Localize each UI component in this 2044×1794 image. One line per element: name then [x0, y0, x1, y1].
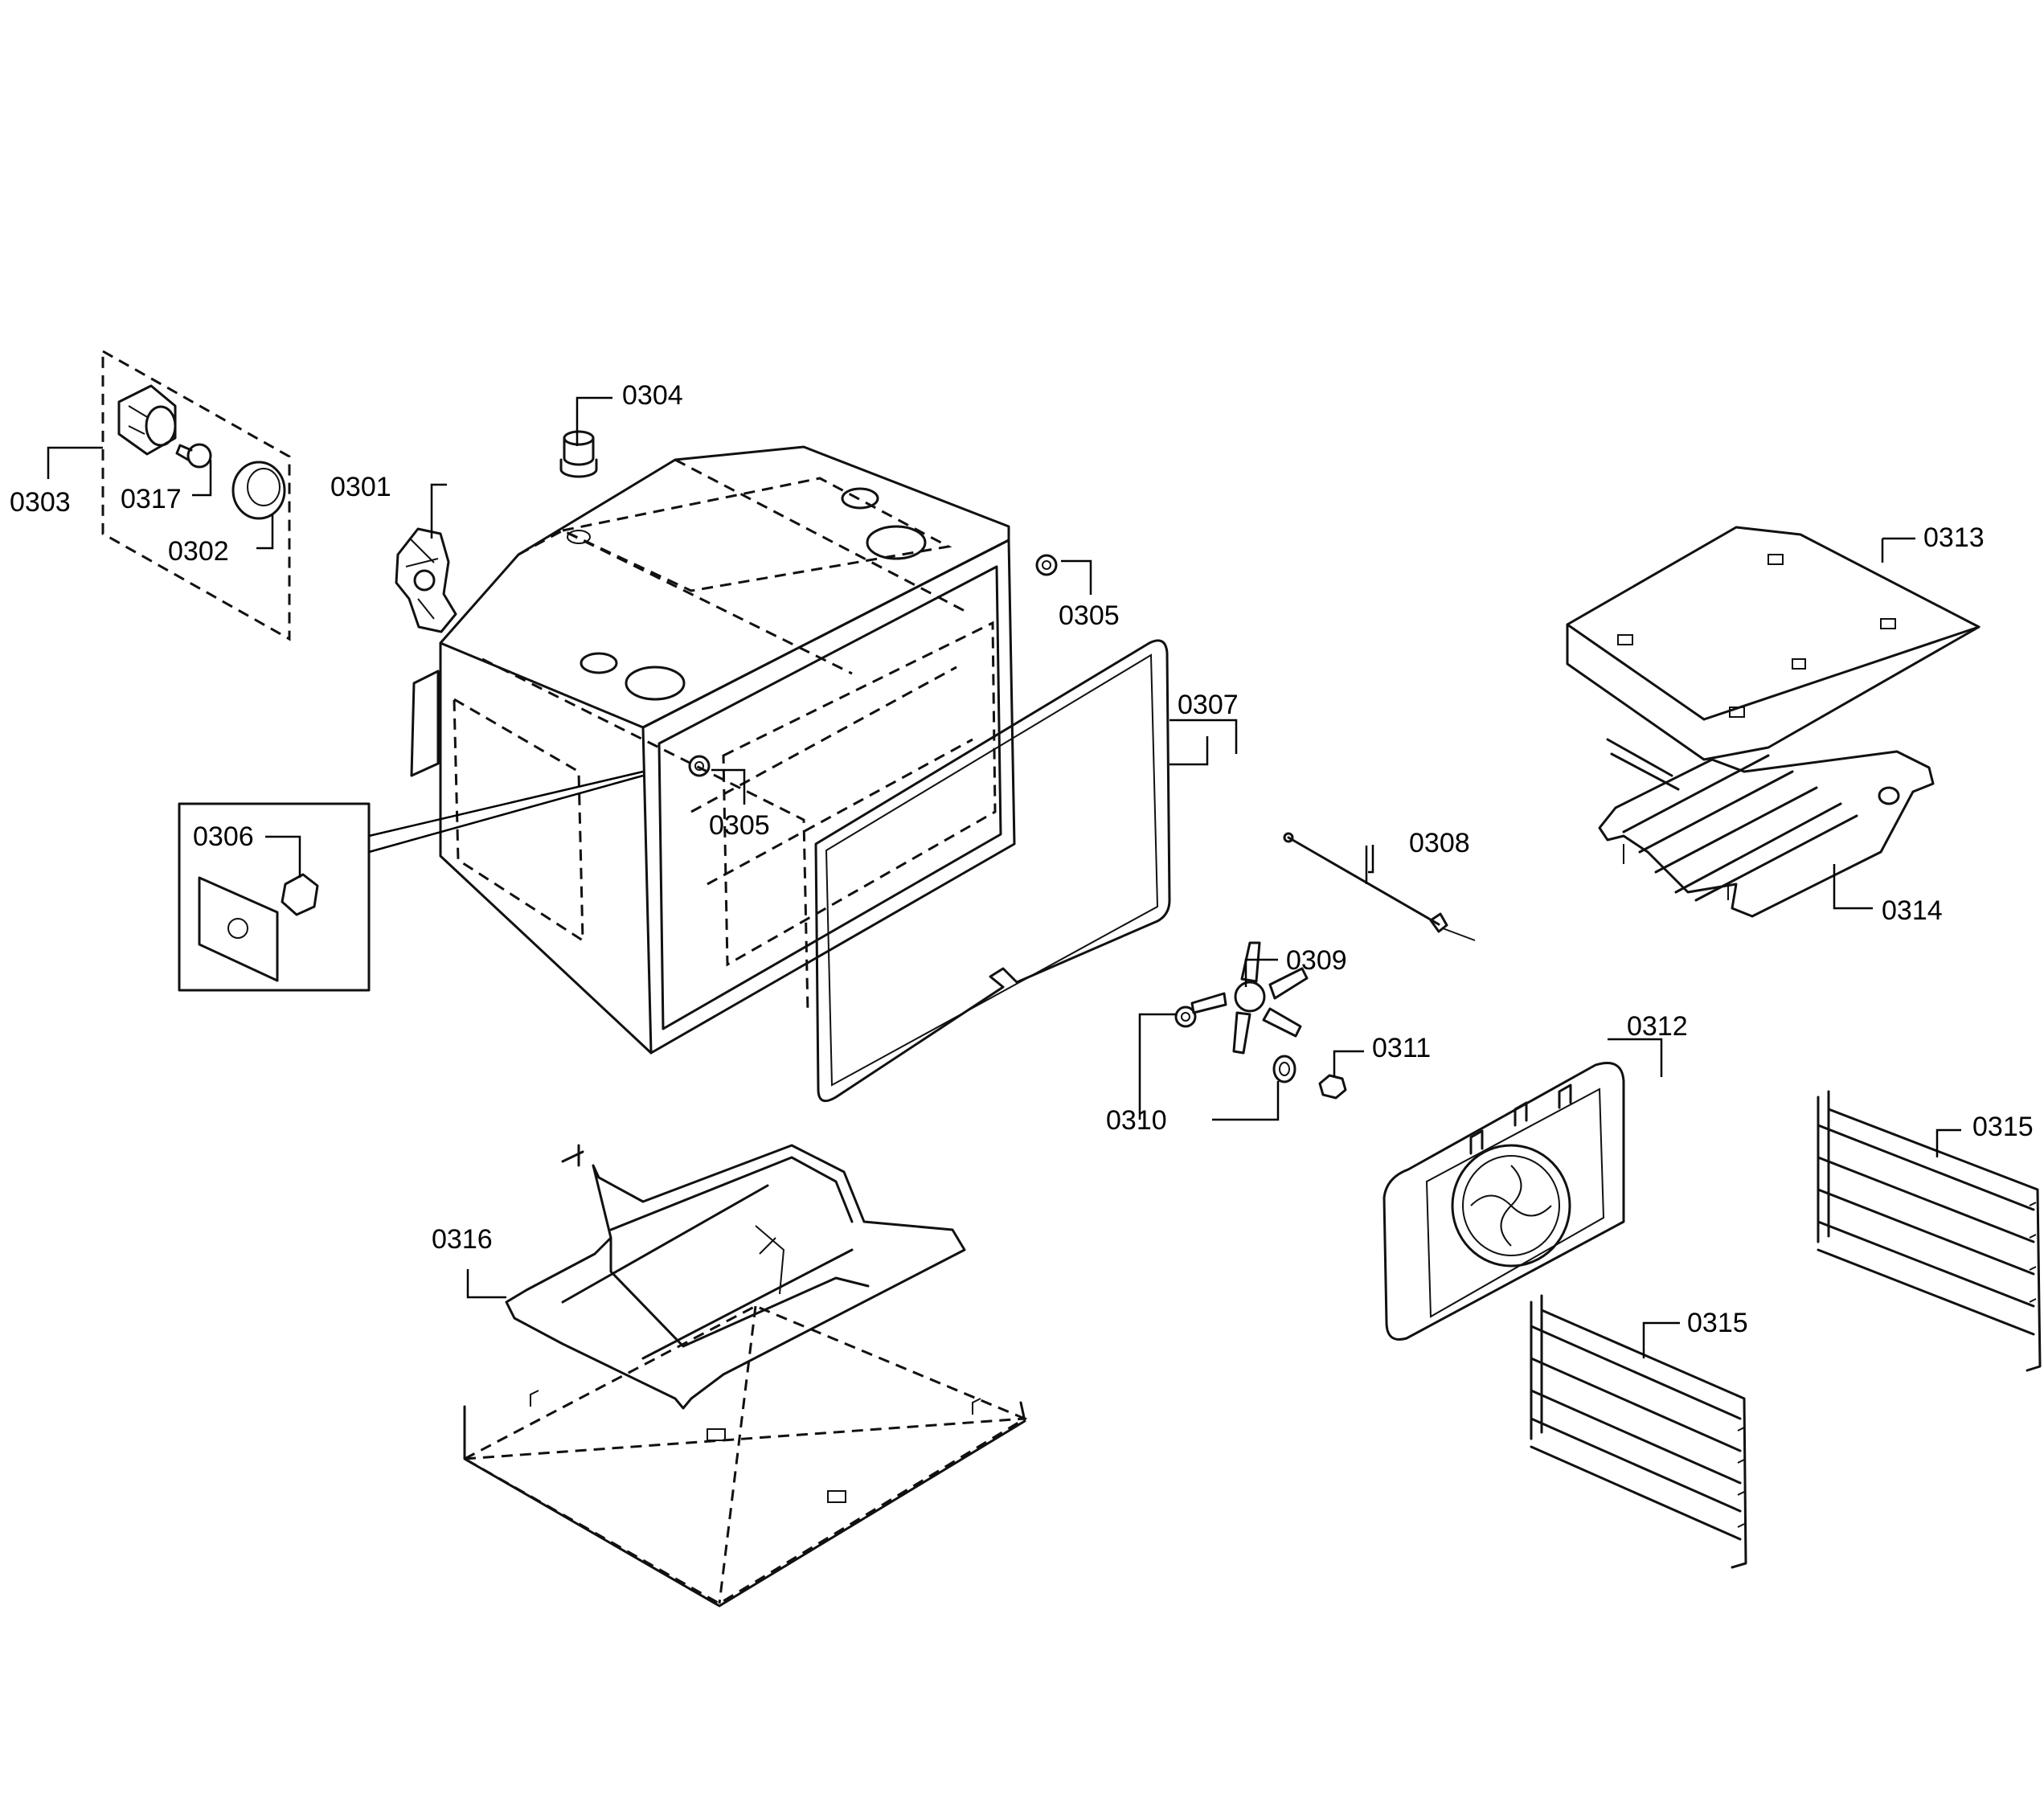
grommet-front — [688, 755, 711, 777]
callout-0310: 0310 — [1106, 1105, 1167, 1136]
top-fitting — [559, 430, 598, 478]
leader-lines — [47, 396, 1961, 1358]
callout-labels: 0303 0317 0302 0304 0301 0305 0305 0306 … — [10, 380, 2034, 1338]
temperature-sensor — [1283, 832, 1476, 941]
callout-0312: 0312 — [1627, 1011, 1688, 1042]
callout-0314: 0314 — [1882, 895, 1943, 926]
fan-washer — [1174, 1006, 1197, 1028]
callout-0317: 0317 — [121, 484, 182, 514]
callout-0306: 0306 — [193, 821, 254, 852]
callout-0309: 0309 — [1286, 945, 1347, 976]
lamp-socket — [117, 384, 177, 456]
callout-0315-left: 0315 — [1687, 1308, 1748, 1338]
convection-fan-blade — [1190, 941, 1309, 1055]
callout-0305-front: 0305 — [709, 810, 770, 841]
oven-cavity — [410, 445, 1016, 1055]
fan-nut — [1318, 1074, 1347, 1100]
callout-0305-top: 0305 — [1059, 600, 1120, 631]
bottom-heating-element — [505, 1144, 966, 1410]
callout-0307: 0307 — [1178, 690, 1239, 720]
door-seal-gasket — [814, 639, 1171, 1103]
callout-0315-right: 0315 — [1972, 1112, 2034, 1142]
oven-floor-panel — [461, 1305, 1028, 1608]
lamp-assembly-group — [101, 349, 291, 641]
top-heater-cover — [1566, 526, 1981, 761]
lamp-bulb — [175, 443, 212, 469]
fan-spacer — [1272, 1055, 1296, 1083]
side-rack-right — [1817, 1090, 2042, 1372]
callout-0308: 0308 — [1409, 828, 1470, 858]
cooling-fan-motor — [395, 527, 457, 633]
light-bracket-inset — [178, 770, 644, 992]
callout-0301: 0301 — [330, 472, 391, 502]
lamp-lens — [231, 461, 286, 520]
rear-fan-cover — [1382, 1062, 1625, 1341]
top-heating-element — [1598, 738, 1935, 918]
grommet-top — [1035, 554, 1058, 576]
callout-0304: 0304 — [622, 380, 683, 411]
callout-0302: 0302 — [168, 536, 229, 567]
callout-0316: 0316 — [432, 1224, 493, 1255]
callout-0303: 0303 — [10, 487, 71, 518]
callout-0313: 0313 — [1923, 522, 1985, 553]
callout-0311: 0311 — [1372, 1033, 1431, 1063]
